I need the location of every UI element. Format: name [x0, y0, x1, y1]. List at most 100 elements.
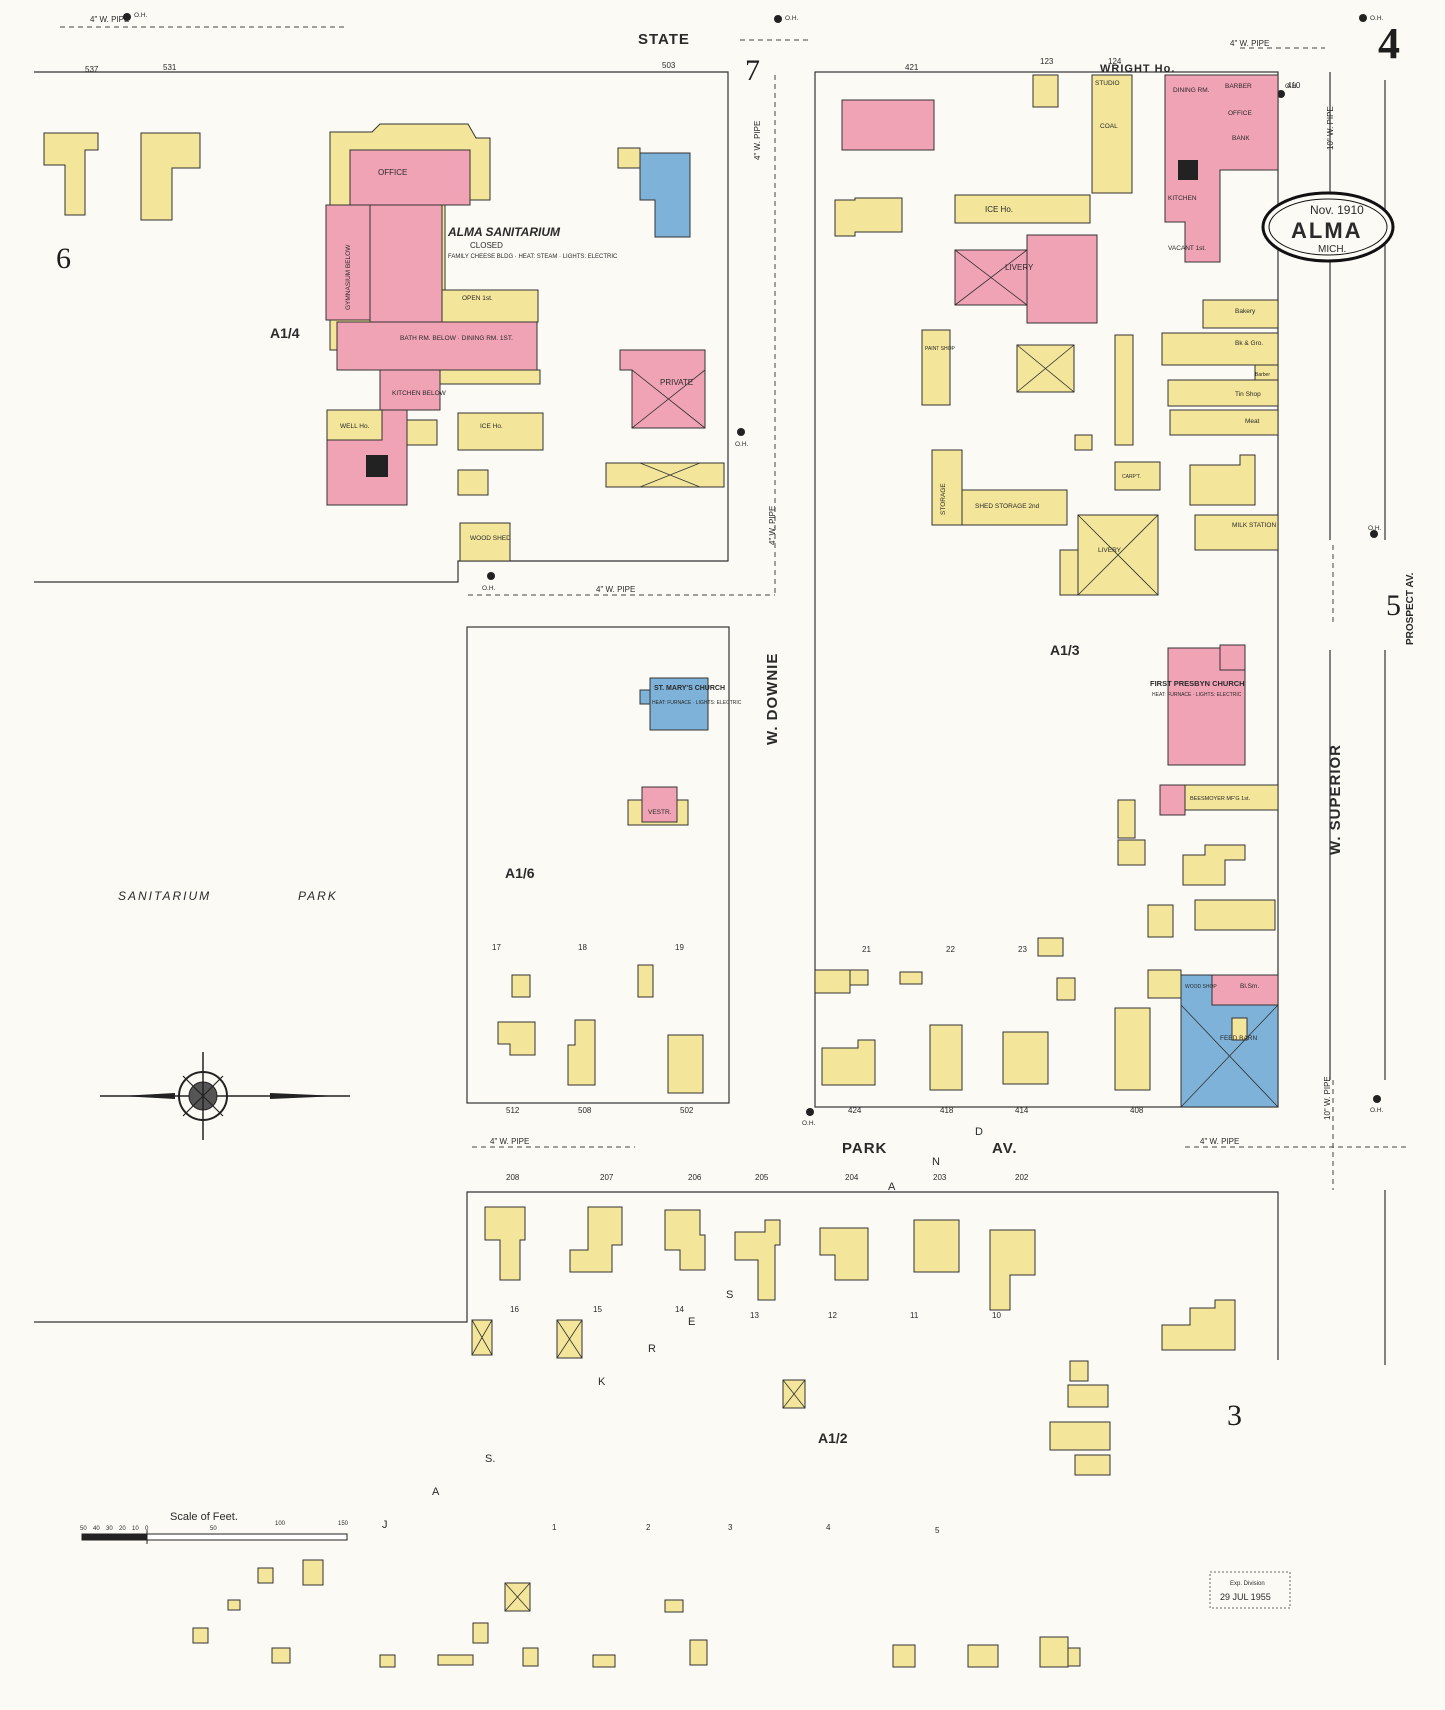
beesmoyer-mfg [1184, 784, 1279, 811]
hydrant-label: O.H. [482, 585, 496, 592]
block-a14-outline [34, 71, 729, 583]
paint-shop [921, 329, 951, 406]
dwelling-508 [567, 1019, 596, 1086]
shed-19 [637, 964, 654, 998]
lot-12: 12 [828, 1311, 837, 1320]
compass-diagonals [182, 1075, 224, 1117]
carpenter-label: CARP'T. [1122, 474, 1141, 480]
shed [664, 1599, 684, 1613]
scale-tick: 20 [119, 1526, 126, 1532]
dwelling-126 [1189, 454, 1256, 506]
dwelling-502 [667, 1034, 704, 1094]
a16-buildings [497, 677, 709, 1094]
st-marys-label: ST. MARY'S CHURCH [654, 685, 725, 692]
presbyn-tower [1219, 644, 1246, 671]
letter-a2: A [888, 1181, 896, 1193]
hydrant-label: O.H. [134, 12, 148, 19]
hydrant [1359, 14, 1367, 22]
shed-424 [814, 969, 851, 994]
kitchen-label: KITCHEN BELOW [392, 390, 447, 397]
adjacent-left: 6 [56, 242, 71, 275]
kitchen-label-2: KITCHEN [1168, 195, 1197, 202]
house-number: 410 [1287, 81, 1301, 90]
dwelling-205 [734, 1219, 781, 1301]
adjacent-top: 7 [745, 54, 760, 87]
lot-5: 5 [935, 1526, 940, 1535]
ice-house-a13 [954, 194, 1091, 224]
dwelling-424 [821, 1039, 876, 1086]
block-a14: A1/4 [270, 325, 300, 341]
date-cartouche: Nov. 1910 ALMA MICH. [1261, 191, 1395, 263]
shed-cross [639, 462, 701, 488]
paint-shop-label: PAINT SHOP [925, 346, 955, 352]
shed [227, 1599, 241, 1611]
adjacent-right: 5 [1386, 589, 1401, 622]
ice-house [457, 412, 544, 451]
lot-21: 21 [862, 945, 871, 954]
pipe-label-superior-north: 10" W. PIPE [1326, 106, 1335, 150]
house-number: 208 [506, 1173, 520, 1182]
blacksmith [1211, 974, 1279, 1006]
letter-r: R [648, 1343, 656, 1355]
shed-c [1049, 1421, 1111, 1451]
house-number: 207 [600, 1173, 614, 1182]
shed-216 [1117, 799, 1136, 839]
a16-labels: ST. MARY'S CHURCH HEAT: FURNACE · LIGHTS… [492, 685, 742, 952]
lot-22: 22 [946, 945, 955, 954]
sanitarium-title: ALMA SANITARIUM [447, 225, 561, 239]
shed-224 [1147, 969, 1182, 999]
stone-dwelling-503 [639, 152, 691, 238]
dwelling-202 [989, 1229, 1036, 1311]
private-cross [631, 369, 706, 429]
st-marys-church [649, 677, 709, 731]
house-number: 424 [848, 1106, 862, 1115]
shed-17 [511, 974, 531, 998]
house-number: 408 [1130, 1106, 1144, 1115]
street-w-superior: W. SUPERIOR [1327, 744, 1344, 855]
street-park: PARK [842, 1140, 887, 1157]
beesmoyer-label: BEESMOYER MF'G 1st. [1190, 796, 1251, 802]
dwelling-310 [834, 197, 903, 237]
hydrant-label: O.H. [1368, 525, 1382, 532]
street-prospect: PROSPECT AV. [1405, 572, 1416, 645]
scale-tick: 40 [93, 1526, 100, 1532]
shed [302, 1559, 324, 1586]
hydrant-label: O.H. [785, 15, 799, 22]
tin-shop-label: Tin Shop [1235, 391, 1261, 398]
well-house-label: WELL Ho. [340, 423, 370, 430]
barber-label: BARBER [1225, 83, 1252, 90]
shed-123 [1032, 74, 1059, 108]
shed-strip [1114, 334, 1134, 446]
house-number: 202 [1015, 1173, 1029, 1182]
presbyn-label: FIRST PRESBYN CHURCH [1150, 679, 1245, 688]
house-number: 414 [1015, 1106, 1029, 1115]
office-label-2: OFFICE [1228, 110, 1252, 117]
sanitarium-kitchen [379, 369, 441, 411]
sanitarium-bath-wing [336, 321, 538, 371]
shed-218 [1147, 904, 1174, 938]
scale-ticks: 50 40 30 20 10 0 50 100 150 [80, 1521, 349, 1532]
hydrant-labels: O.H. O.H. O.H. O.H. O.H. O.H. O.H. O.H. … [134, 12, 1384, 1127]
dwelling-414 [1002, 1031, 1049, 1085]
lot-13: 13 [750, 1311, 759, 1320]
lot-2: 2 [646, 1523, 651, 1532]
carpenter [1114, 461, 1161, 491]
wood-shed [459, 522, 511, 562]
pipe-labels: 4" W. PIPE 4" W. PIPE 4" W. PIPE 4" W. P… [90, 15, 1335, 1146]
lot-14: 14 [675, 1305, 684, 1314]
lot-11: 11 [910, 1311, 919, 1320]
studio-coal [1091, 74, 1133, 194]
livery-cross [954, 249, 1028, 306]
shed-row [605, 462, 725, 488]
compass-rose-icon [100, 1052, 350, 1140]
shed-crosses [471, 1319, 583, 1359]
bakery [1202, 299, 1279, 329]
vestry [641, 786, 678, 823]
sanitarium-note: FAMILY CHEESE BLDG · HEAT: STEAM · LIGHT… [448, 254, 618, 260]
studio-label: STUDIO [1095, 80, 1120, 87]
sheet-number: 4 [1378, 19, 1400, 68]
dwelling-531 [140, 132, 201, 221]
shed-a [1069, 1360, 1089, 1382]
